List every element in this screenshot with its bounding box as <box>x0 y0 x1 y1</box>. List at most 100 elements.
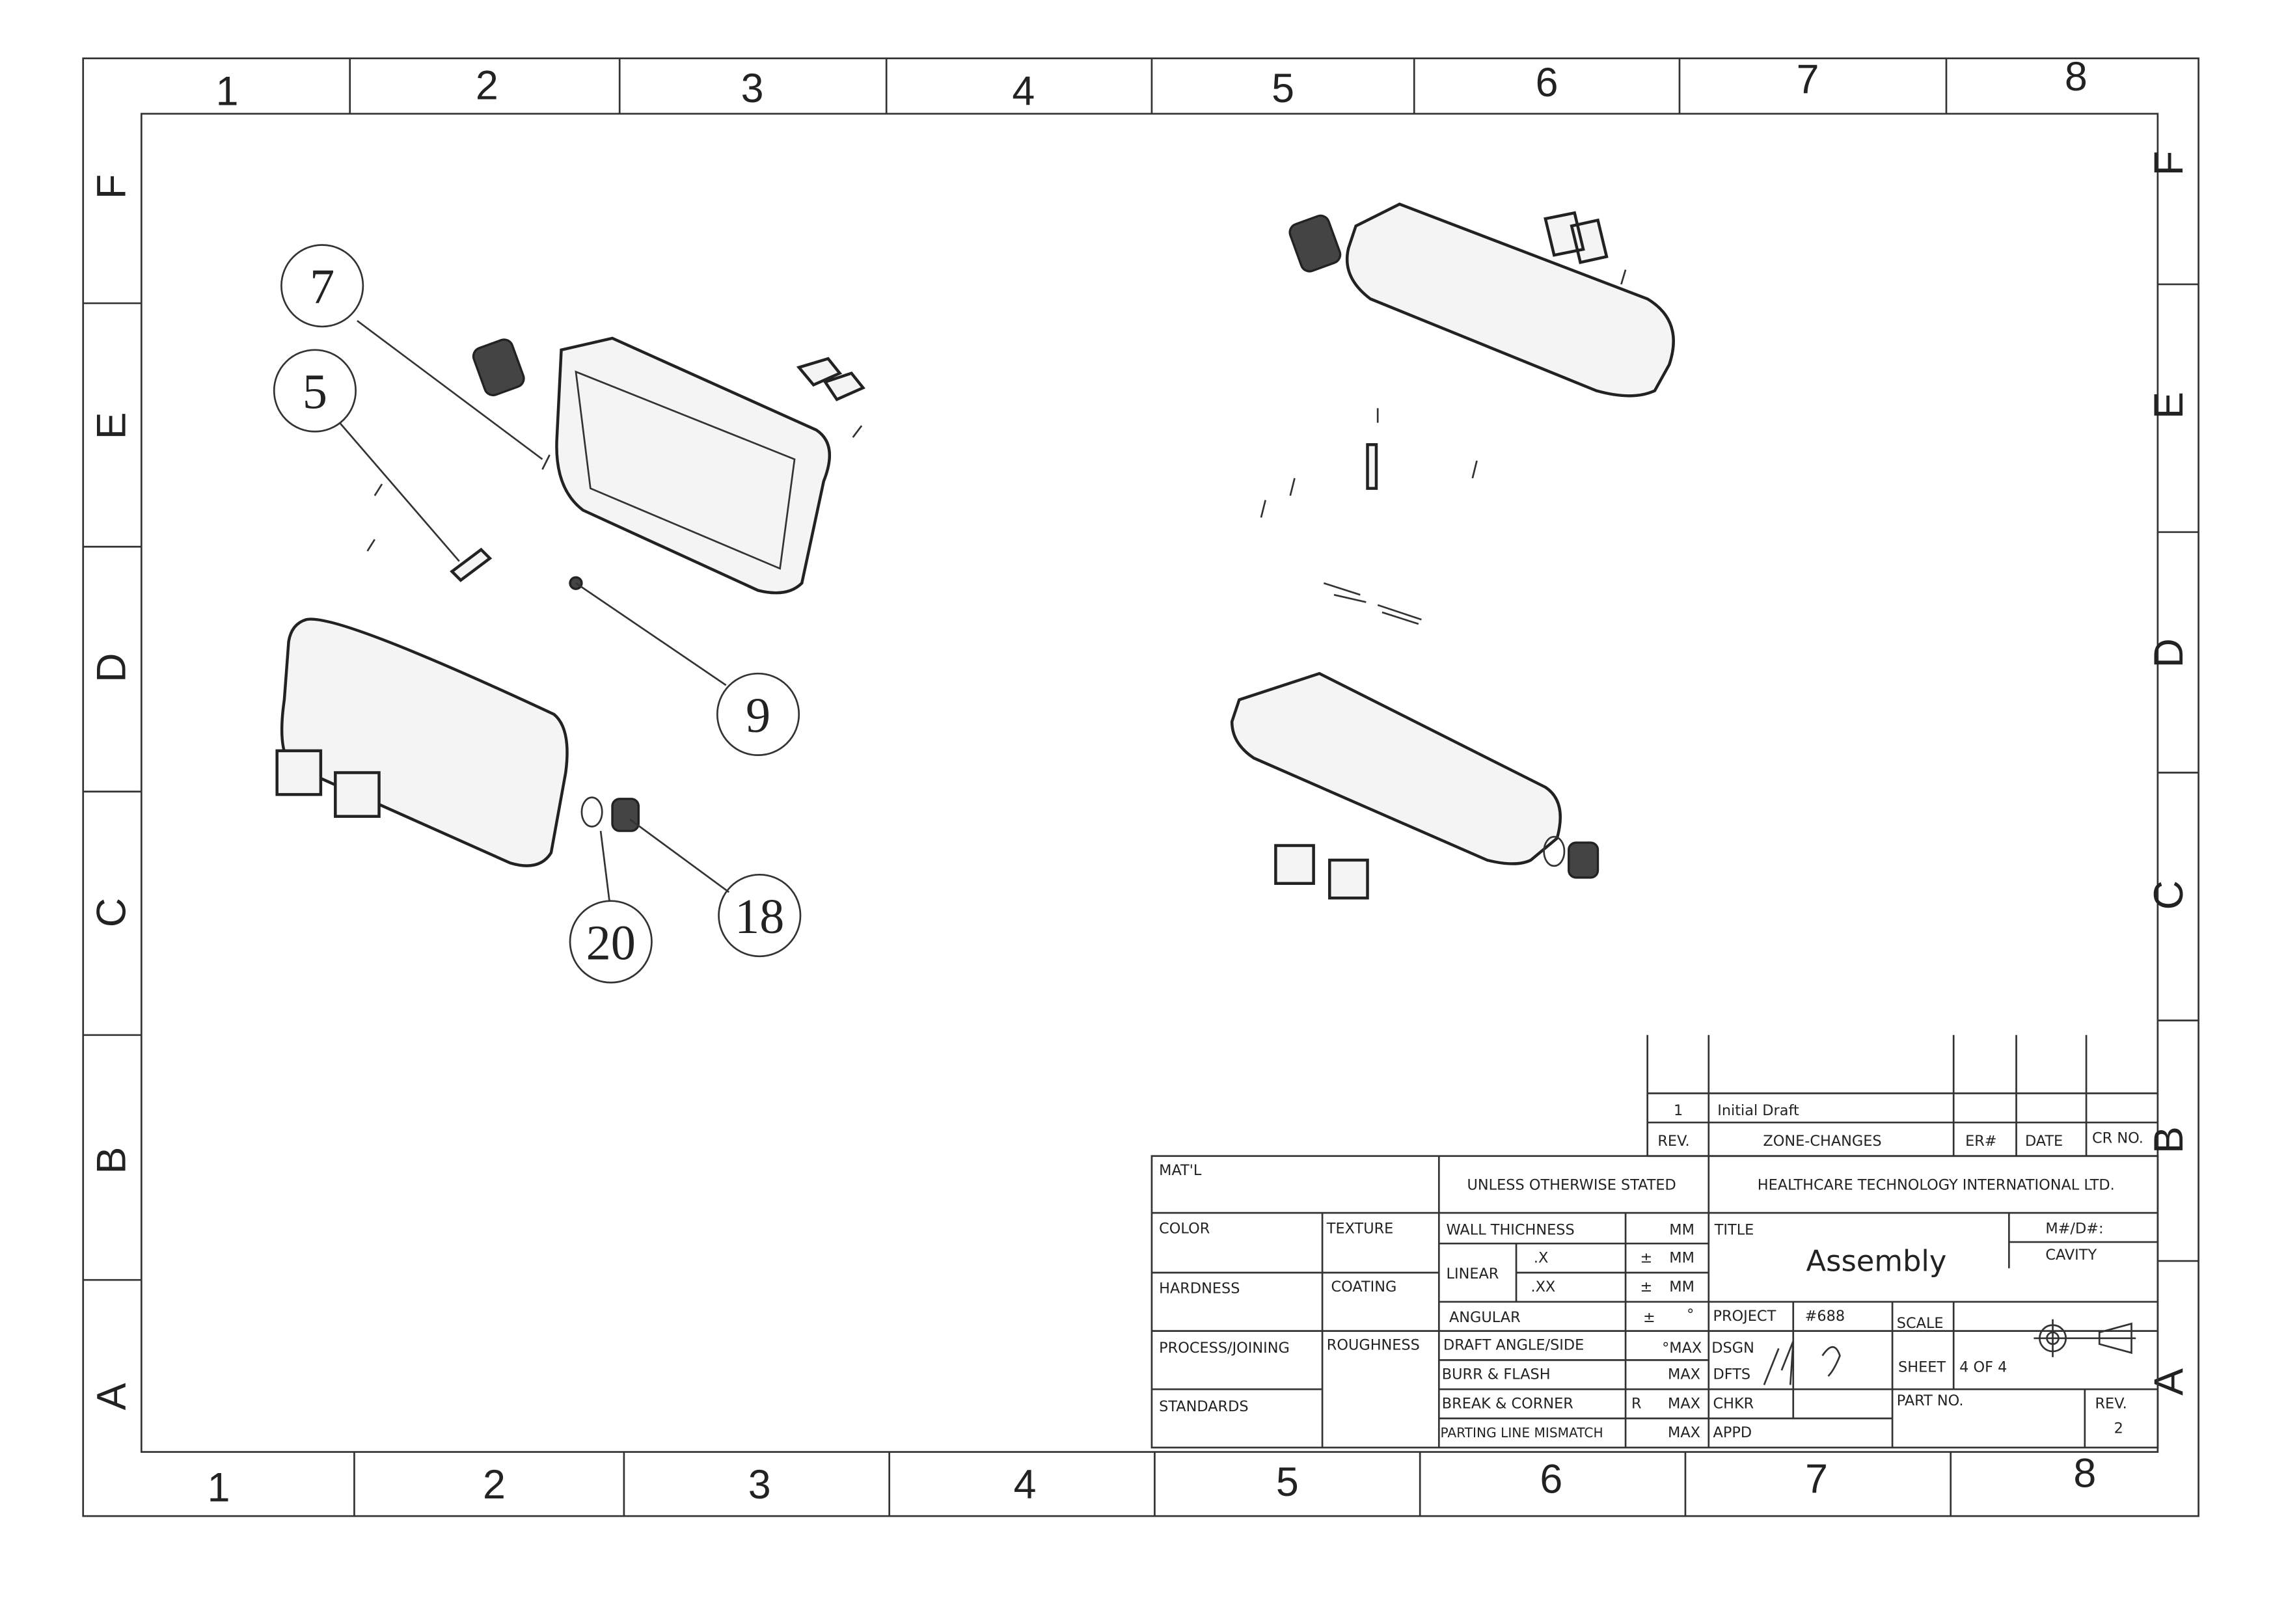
er-header: ER# <box>1965 1133 1996 1150</box>
bottom-zone-numbers: 1 2 3 4 5 6 7 8 <box>208 1450 2097 1510</box>
unless-label: UNLESS OTHERWISE STATED <box>1467 1176 1676 1193</box>
zone-row-c-right: C <box>2146 880 2192 910</box>
switch-part <box>334 771 381 818</box>
angular-pm: ± <box>1643 1309 1655 1326</box>
rev-row-change: Initial Draft <box>1717 1102 1799 1119</box>
balloon-callouts: 7 5 9 18 20 <box>273 244 802 984</box>
balloon-18 <box>718 873 802 958</box>
switch-right-part <box>1274 844 1315 886</box>
housing-top-part <box>555 336 832 595</box>
led-right-part <box>1366 443 1378 490</box>
zone-col-8: 8 <box>2065 54 2088 100</box>
xx-tolerance-label: .XX <box>1531 1279 1555 1295</box>
break-max: MAX <box>1668 1395 1700 1412</box>
project-label: PROJECT <box>1713 1308 1776 1325</box>
zone-row-b-right: B <box>2146 1126 2192 1154</box>
balloon-18-label: 18 <box>735 889 784 944</box>
balloon-9-label: 9 <box>746 688 770 743</box>
housing-bottom-right-part <box>1230 671 1562 865</box>
zone-col-7: 7 <box>1797 57 1819 102</box>
switch-right-part <box>1328 858 1369 900</box>
third-angle-projection-symbol <box>2034 1319 2136 1357</box>
company-name: HEALTHCARE TECHNOLOGY INTERNATIONAL LTD. <box>1758 1176 2115 1193</box>
housing-top-right-part <box>1345 202 1675 398</box>
matl-label: MAT'L <box>1159 1162 1202 1179</box>
zone-col-6-bottom: 6 <box>1540 1456 1562 1502</box>
sheet-value: 4 OF 4 <box>1959 1359 2007 1375</box>
cr-header: CR NO. <box>2092 1130 2143 1147</box>
color-label: COLOR <box>1159 1220 1210 1237</box>
led-part <box>450 547 493 582</box>
title-label: TITLE <box>1714 1222 1754 1239</box>
washer-right-part <box>1543 835 1566 867</box>
nut-part <box>611 798 640 832</box>
project-number: #688 <box>1805 1308 1845 1325</box>
exploded-view-right <box>1230 202 1675 900</box>
x-tolerance-label: .X <box>1534 1249 1548 1266</box>
appd-label: APPD <box>1713 1424 1752 1441</box>
zone-dividers <box>83 58 2199 1517</box>
parting-max: MAX <box>1668 1424 1700 1441</box>
md-label: M#/D#: <box>2045 1220 2103 1237</box>
washer-part <box>580 796 603 828</box>
zone-col-7-bottom: 7 <box>1805 1456 1828 1502</box>
angular-label: ANGULAR <box>1449 1309 1521 1326</box>
rev-row-number: 1 <box>1674 1102 1683 1119</box>
balloon-7 <box>280 244 364 328</box>
zone-col-8-bottom: 8 <box>2073 1450 2096 1496</box>
zone-row-c: C <box>89 898 135 927</box>
zone-col-3-bottom: 3 <box>748 1462 771 1508</box>
balloon-20-label: 20 <box>586 915 636 970</box>
wall-label: WALL THICHNESS <box>1447 1222 1575 1239</box>
balloon-7-label: 7 <box>310 260 334 314</box>
top-zone-numbers: 1 2 3 4 5 6 7 8 <box>216 54 2088 114</box>
zone-row-b: B <box>89 1147 135 1174</box>
housing-bottom-part <box>280 617 569 867</box>
zone-row-e-right: E <box>2146 392 2192 419</box>
zone-changes-header: ZONE-CHANGES <box>1763 1133 1881 1150</box>
x-unit: MM <box>1669 1249 1694 1266</box>
angular-deg: ° <box>1687 1306 1694 1323</box>
battery-contact-part <box>796 357 865 401</box>
title-block: MAT'L UNLESS OTHERWISE STATED HEALTHCARE… <box>1150 1155 2159 1449</box>
part-no-label: PART NO. <box>1897 1392 1964 1409</box>
texture-label: TEXTURE <box>1326 1220 1394 1237</box>
date-header: DATE <box>2025 1133 2063 1150</box>
zone-row-d: D <box>89 653 135 683</box>
zone-col-1: 1 <box>216 68 239 114</box>
inner-border <box>140 113 2159 1453</box>
draft-max: °MAX <box>1662 1340 1702 1357</box>
roughness-label: ROUGHNESS <box>1327 1337 1420 1354</box>
scale-label: SCALE <box>1897 1315 1944 1332</box>
cavity-label: CAVITY <box>2045 1247 2097 1264</box>
xx-pm: ± <box>1640 1279 1652 1295</box>
burr-max: MAX <box>1668 1366 1700 1383</box>
break-label: BREAK & CORNER <box>1442 1395 1573 1412</box>
x-pm: ± <box>1640 1249 1652 1266</box>
parting-label: PARTING LINE MISMATCH <box>1441 1425 1603 1441</box>
switch-part <box>275 749 323 796</box>
zone-col-2-bottom: 2 <box>483 1462 506 1508</box>
knob-part <box>472 338 525 397</box>
right-zone-letters: F E D C B A <box>2146 151 2192 1396</box>
zone-col-3: 3 <box>741 66 764 111</box>
balloon-9 <box>716 672 800 756</box>
balloon-5 <box>273 349 357 433</box>
outer-border <box>82 57 2199 1517</box>
zone-col-4: 4 <box>1012 68 1035 114</box>
rev-label: REV. <box>2095 1395 2127 1412</box>
left-zone-letters: F E D C B A <box>89 174 135 1411</box>
xx-unit: MM <box>1669 1279 1694 1295</box>
zone-row-e: E <box>89 412 135 439</box>
zone-col-4-bottom: 4 <box>1014 1462 1037 1508</box>
zone-row-a-right: A <box>2146 1368 2192 1396</box>
zone-row-f-right: F <box>2146 151 2192 176</box>
zone-row-d-right: D <box>2146 638 2192 668</box>
hardness-label: HARDNESS <box>1159 1280 1240 1297</box>
process-label: PROCESS/JOINING <box>1159 1340 1290 1357</box>
chkr-label: CHKR <box>1713 1395 1754 1412</box>
zone-col-5: 5 <box>1272 66 1294 111</box>
zone-col-5-bottom: 5 <box>1276 1459 1299 1505</box>
draft-label: DRAFT ANGLE/SIDE <box>1443 1337 1584 1354</box>
